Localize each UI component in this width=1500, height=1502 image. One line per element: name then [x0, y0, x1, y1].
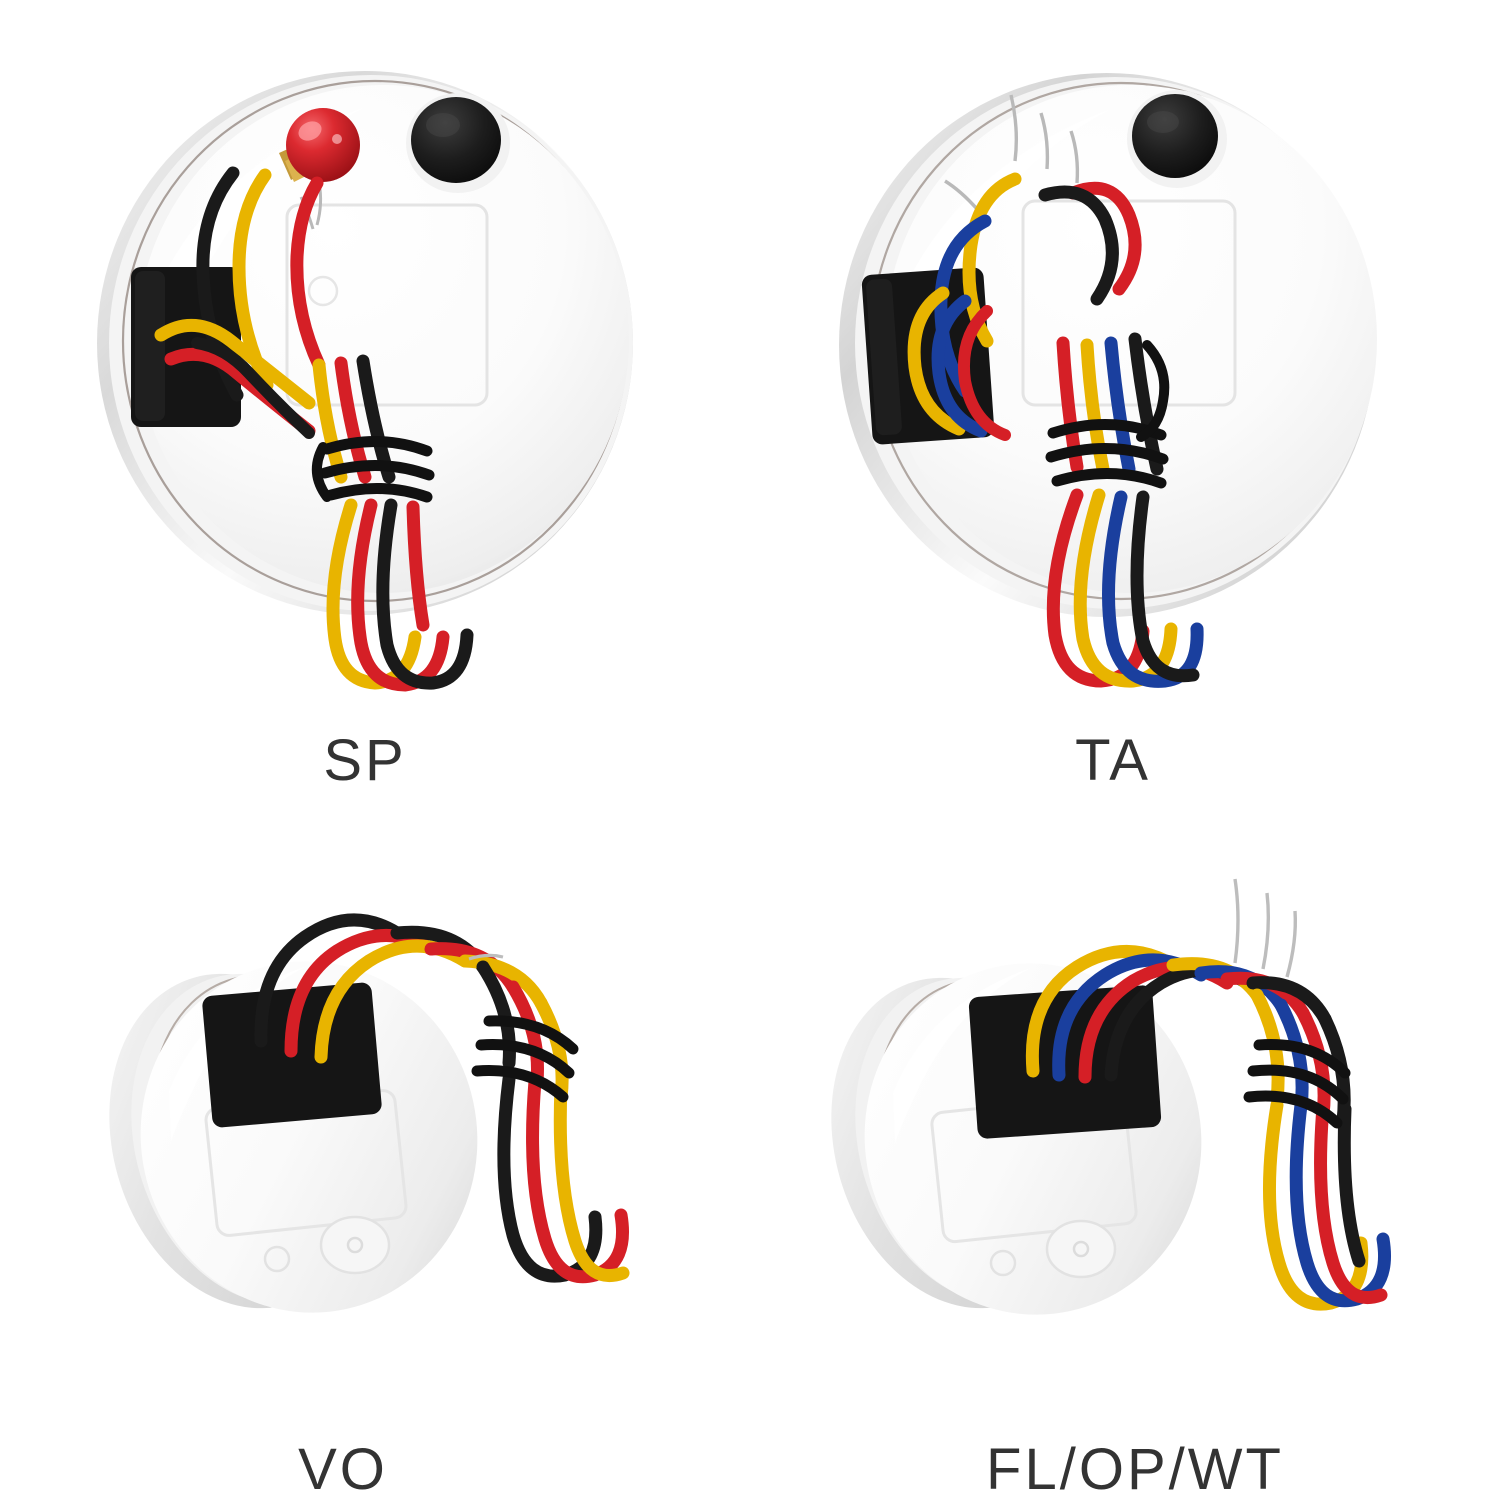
zip-tie-icon: [312, 435, 435, 503]
gauge-illustration-ta: [839, 73, 1377, 688]
black-rubber-cap-icon: [406, 93, 510, 193]
product-variant-vo: VO: [0, 790, 750, 1499]
wire-harness-ta: [907, 172, 1204, 688]
black-rubber-cap-icon: [1127, 90, 1227, 188]
zip-tie-icon: [1045, 340, 1170, 489]
black-sticker-label-icon: [131, 267, 241, 427]
gauge-illustration-vo: [109, 912, 630, 1313]
zip-tie-icon: [471, 1014, 579, 1102]
product-variant-fl-op-wt: FL/OP/WT: [750, 790, 1500, 1499]
wire-harness-fl: [1025, 944, 1391, 1311]
embossed-panel-ta: [1021, 199, 1237, 407]
caption-ta: TA: [1075, 728, 1151, 793]
wire-harness-vo: [254, 912, 630, 1283]
caption-fl-op-wt: FL/OP/WT: [986, 1437, 1284, 1502]
terminal-pin-icon: [1233, 878, 1297, 977]
red-led-bulb-icon: [279, 108, 360, 182]
caption-sp: SP: [323, 728, 407, 793]
gauge-image-sp: [0, 0, 750, 746]
product-variant-ta: TA: [750, 0, 1500, 790]
terminal-pin-icon: [944, 94, 1080, 211]
mounting-boss-icon: [989, 1219, 1117, 1278]
gauge-illustration-fl-op-wt: [831, 878, 1391, 1315]
gauge-housing-sp: [137, 85, 629, 593]
terminal-pin-icon: [468, 953, 504, 961]
zip-tie-icon: [1243, 1038, 1351, 1128]
mounting-boss-icon: [263, 1215, 391, 1274]
embossed-panel-sp: [285, 203, 489, 407]
gauge-illustration-sp: [97, 71, 633, 692]
gauge-image-fl-op-wt: [750, 790, 1500, 1451]
caption-vo: VO: [298, 1437, 388, 1502]
gauge-image-ta: [750, 0, 1500, 746]
product-variant-sp: SP: [0, 0, 750, 790]
gauge-image-vo: [0, 790, 750, 1451]
